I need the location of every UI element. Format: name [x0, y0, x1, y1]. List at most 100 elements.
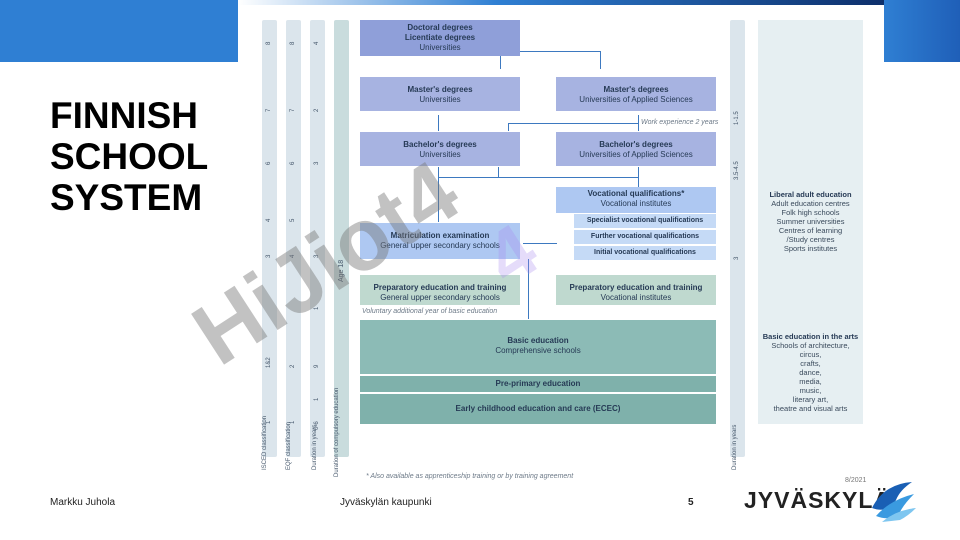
arts-item: media, [799, 377, 822, 386]
further-vocational-box: Further vocational qualifications [574, 230, 716, 244]
prep-vocational-title: Preparatory education and training [569, 283, 703, 292]
compulsory-column: Age 18 [334, 20, 349, 457]
doctoral-title: Doctoral degrees [407, 23, 473, 32]
connector [600, 51, 601, 69]
connector [438, 177, 638, 178]
right-duration-masters: 1-1.5 [734, 111, 740, 125]
prep-general-title: Preparatory education and training [373, 283, 507, 292]
bachelors-uas-subtitle: Universities of Applied Sciences [579, 150, 693, 159]
duration-value-prep: 1 [314, 306, 320, 310]
licentiate-title: Licentiate degrees [404, 33, 476, 42]
connector [523, 243, 557, 244]
slide-title: FINNISH SCHOOL SYSTEM [50, 95, 208, 218]
isced-value-3: 3 [266, 254, 272, 258]
basic-education-subtitle: Comprehensive schools [495, 346, 581, 355]
right-duration-label: Duration in years [732, 424, 738, 470]
title-line-1: FINNISH [50, 95, 198, 136]
liberal-adult-title: Liberal adult education [769, 190, 852, 199]
adult-item: Adult education centres [771, 199, 850, 208]
footer-organization: Jyväskylän kaupunki [340, 497, 432, 508]
vocational-box: Vocational qualifications* Vocational in… [556, 187, 716, 213]
connector [638, 167, 639, 187]
connector [508, 123, 509, 131]
masters-university-subtitle: Universities [419, 95, 461, 104]
prep-general-box: Preparatory education and training Gener… [360, 275, 520, 305]
header-band-right [884, 0, 960, 62]
arts-item: literary art, [792, 395, 829, 404]
isced-column: 8 7 6 4 3 1&2 1 [262, 20, 277, 457]
voluntary-year-note: Voluntary additional year of basic educa… [362, 308, 498, 315]
duration-label: Duration in years [312, 424, 318, 470]
isced-value-6: 6 [266, 161, 272, 165]
basic-education-box: Basic education Comprehensive schools [360, 320, 716, 374]
connector [438, 167, 439, 222]
adult-item: Folk high schools [781, 208, 840, 217]
isced-value-7: 7 [266, 108, 272, 112]
eqf-column: 8 7 6 5 4 2 1 [286, 20, 301, 457]
eqf-value-8: 8 [290, 41, 296, 45]
bachelors-uas-title: Bachelor's degrees [599, 140, 673, 149]
connector [528, 259, 529, 319]
masters-uas-box: Master's degrees Universities of Applied… [556, 77, 716, 111]
matriculation-title: Matriculation examination [390, 231, 490, 240]
ecec-box: Early childhood education and care (ECEC… [360, 394, 716, 424]
adult-item: Sports institutes [783, 244, 838, 253]
arts-item: dance, [799, 368, 822, 377]
masters-uas-title: Master's degrees [603, 85, 669, 94]
eqf-label: EQF classification [286, 421, 292, 470]
bachelors-university-subtitle: Universities [419, 150, 461, 159]
specialist-vocational-box: Specialist vocational qualifications [574, 214, 716, 228]
connector [438, 115, 439, 131]
arts-title: Basic education in the arts [762, 332, 859, 341]
matriculation-subtitle: General upper secondary schools [380, 241, 500, 250]
title-line-2: SCHOOL [50, 136, 209, 177]
connector [508, 123, 638, 124]
eqf-value-6: 6 [290, 161, 296, 165]
initial-vocational-box: Initial vocational qualifications [574, 246, 716, 260]
prep-vocational-box: Preparatory education and training Vocat… [556, 275, 716, 305]
basic-education-arts: Basic education in the arts Schools of a… [758, 332, 863, 413]
bachelors-uas-box: Bachelor's degrees Universities of Appli… [556, 132, 716, 166]
work-experience-note: Work experience 2 years [641, 119, 719, 126]
duration-value-basic: 9 [314, 364, 320, 368]
prep-vocational-subtitle: Vocational institutes [600, 293, 672, 302]
duration-value-preprimary: 1 [314, 397, 320, 401]
right-duration-column: 1-1.5 3.5-4.5 3 [730, 20, 745, 457]
header-strip [238, 0, 884, 5]
preprimary-box: Pre-primary education [360, 376, 716, 392]
arts-item: circus, [799, 350, 822, 359]
arts-item: theatre and visual arts [773, 404, 848, 413]
doctoral-subtitle: Universities [419, 43, 461, 52]
arts-item: crafts, [800, 359, 821, 368]
right-duration-vocational: 3 [734, 256, 740, 260]
eqf-value-4: 4 [290, 254, 296, 258]
footnote: * Also available as apprenticeship train… [366, 473, 574, 480]
connector [638, 115, 639, 131]
isced-label: ISCED classification [262, 415, 268, 470]
isced-value-4: 4 [266, 218, 272, 222]
eqf-value-7: 7 [290, 108, 296, 112]
doctoral-box: Doctoral degrees Licentiate degrees Univ… [360, 20, 520, 56]
title-line-3: SYSTEM [50, 177, 203, 218]
slide-date: 8/2021 [845, 477, 867, 484]
duration-value-doctoral: 4 [314, 41, 320, 45]
isced-value-8: 8 [266, 41, 272, 45]
masters-uas-subtitle: Universities of Applied Sciences [579, 95, 693, 104]
adult-item: Centres of learning [778, 226, 843, 235]
masters-university-title: Master's degrees [407, 85, 473, 94]
age-marker: Age 18 [338, 259, 345, 282]
eqf-value-5: 5 [290, 218, 296, 222]
vocational-subtitle: Vocational institutes [600, 199, 672, 208]
page-number: 5 [688, 497, 694, 508]
right-duration-bachelors: 3.5-4.5 [734, 161, 740, 180]
masters-university-box: Master's degrees Universities [360, 77, 520, 111]
duration-value-upper-secondary: 3 [314, 254, 320, 258]
basic-education-title: Basic education [507, 336, 569, 345]
vocational-title: Vocational qualifications* [587, 189, 685, 198]
duration-value-masters: 2 [314, 108, 320, 112]
matriculation-box: Matriculation examination General upper … [360, 223, 520, 259]
bachelors-university-title: Bachelor's degrees [403, 140, 477, 149]
prep-general-subtitle: General upper secondary schools [380, 293, 500, 302]
footer-author: Markku Juhola [50, 497, 116, 508]
compulsory-label: Duration of compulsory education [334, 387, 340, 477]
